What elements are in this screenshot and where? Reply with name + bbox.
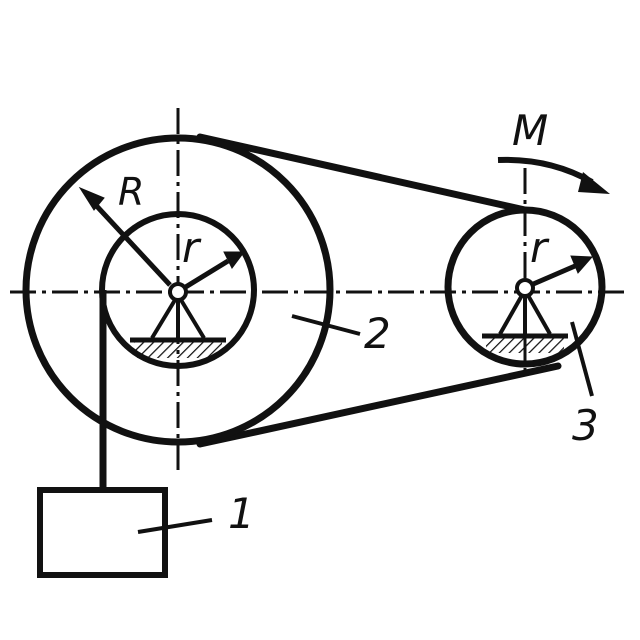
belt xyxy=(196,133,562,448)
belt-bottom xyxy=(196,362,562,448)
support-right xyxy=(482,289,568,353)
label-big-radius: R xyxy=(118,170,144,214)
pulley-2-outer xyxy=(22,134,334,446)
moment-arrow xyxy=(497,156,610,194)
leader-3 xyxy=(570,321,594,397)
label-moment: M xyxy=(512,106,548,155)
label-inner-radius-right: r xyxy=(530,223,550,272)
label-pulley-3: 3 xyxy=(572,401,599,450)
pulley-3 xyxy=(444,206,606,368)
axle-left xyxy=(168,282,188,302)
label-load: 1 xyxy=(228,489,255,538)
leader-lines xyxy=(137,314,594,534)
belt-top xyxy=(196,133,529,214)
axle-right xyxy=(515,278,535,298)
label-pulley-2: 2 xyxy=(364,309,391,358)
support-left xyxy=(130,293,226,358)
radius-r-arrow-right xyxy=(530,255,594,288)
radius-R-arrow xyxy=(78,186,172,287)
label-inner-radius-left: r xyxy=(182,223,202,272)
leader-2 xyxy=(291,314,361,336)
radius-r-arrow-left xyxy=(182,251,245,291)
leader-1 xyxy=(137,518,213,534)
